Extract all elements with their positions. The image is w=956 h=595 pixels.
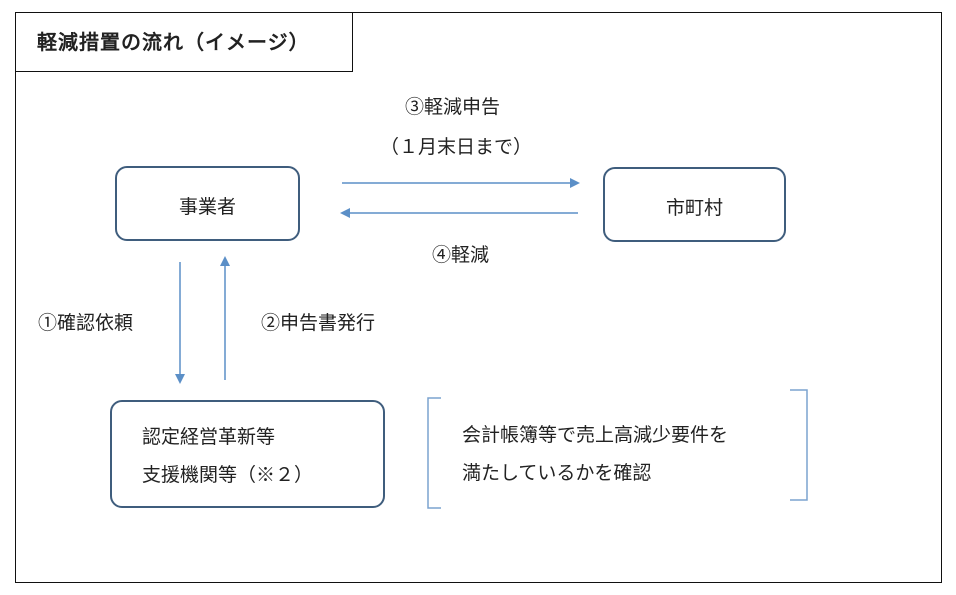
flow-step4-label: ④軽減	[432, 244, 490, 266]
node-support-agency-line1: 認定経営革新等	[142, 426, 276, 448]
title-box: 軽減措置の流れ（イメージ）	[15, 12, 353, 72]
bracket-left	[427, 397, 441, 509]
note-line1: 会計帳簿等で売上高減少要件を	[462, 424, 729, 446]
flow-step1-label: ①確認依頼	[38, 312, 134, 334]
node-municipality: 市町村	[603, 167, 786, 242]
diagram-frame	[15, 12, 942, 583]
bracket-right	[790, 389, 808, 501]
diagram-title: 軽減措置の流れ（イメージ）	[37, 30, 310, 54]
node-business: 事業者	[115, 166, 300, 241]
node-support-agency: 認定経営革新等 支援機関等（※２）	[110, 400, 385, 508]
flow-step2-label: ②申告書発行	[261, 312, 376, 334]
flow-step3-label: ③軽減申告	[405, 96, 501, 118]
note-line2: 満たしているかを確認	[462, 462, 652, 484]
flow-step3-deadline: （１月末日まで）	[380, 136, 533, 158]
node-support-agency-line2: 支援機関等（※２）	[142, 464, 314, 486]
node-business-label: 事業者	[178, 196, 236, 218]
node-municipality-label: 市町村	[665, 197, 723, 219]
